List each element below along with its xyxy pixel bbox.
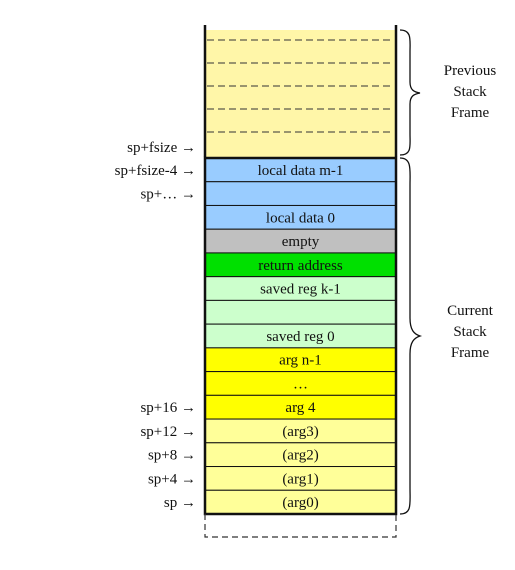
stack-cell-label: (arg2): [282, 448, 318, 464]
stack-cell-label: empty: [282, 234, 320, 250]
current-frame-brace: [399, 157, 423, 515]
stack-pointer-labels: sp+fsize → sp+fsize-4 → sp+… → sp+16 → sp+1…: [115, 140, 196, 511]
pointer-label: sp+8 →: [148, 448, 196, 464]
stack-cell-label: (arg3): [282, 424, 318, 440]
previous-frame-label: Previous Stack Frame: [444, 63, 497, 121]
stack-cell-label: (arg1): [282, 471, 318, 487]
below-stack-dashed-outline: [204, 514, 397, 538]
stack-cell: [204, 299, 397, 325]
stack-cell: …: [204, 371, 397, 396]
stack-cell: saved reg k-1: [204, 276, 397, 301]
previous-frame-label-line-1: Previous: [444, 63, 497, 79]
stack-cell: return address: [204, 252, 397, 278]
stack-cell: (arg1): [204, 466, 397, 491]
pointer-label: sp+… →: [140, 187, 196, 203]
stack-cell: saved reg 0: [204, 323, 397, 349]
stack-cell-label: …: [293, 376, 308, 392]
current-frame-label-line-3: Frame: [451, 345, 490, 361]
pointer-label: sp+12 →: [140, 424, 196, 440]
previous-frame-dashed-rows: [207, 39, 394, 133]
current-frame-label: Current Stack Frame: [447, 303, 494, 361]
stack-cell-label: saved reg k-1: [260, 282, 341, 298]
pointer-label-frame-top: sp+fsize →: [127, 140, 196, 156]
current-stack-frame-cells: local data m-1 local data 0 empty return ad…: [203, 156, 398, 516]
previous-frame-label-line-2: Stack: [453, 84, 487, 100]
stack-cell: [204, 181, 397, 206]
stack-cell-box: [204, 181, 397, 206]
stack-cell: (arg3): [204, 418, 397, 444]
pointer-label: sp+16 →: [140, 400, 196, 416]
stack-cell-label: local data m-1: [258, 163, 344, 179]
previous-frame-background: [205, 30, 396, 157]
pointer-label: sp →: [164, 495, 196, 511]
stack-cell: local data 0: [204, 204, 397, 230]
stack-cell: empty: [204, 228, 397, 254]
previous-frame-brace: [399, 29, 421, 156]
stack-cell: arg 4: [204, 394, 397, 420]
current-frame-label-line-1: Current: [447, 303, 494, 319]
previous-frame-label-line-3: Frame: [451, 105, 490, 121]
stack-cell: local data m-1: [204, 157, 397, 183]
stack-cell-label: saved reg 0: [266, 329, 334, 345]
pointer-label: sp+fsize-4 →: [115, 163, 196, 179]
stack-cell: arg n-1: [204, 347, 397, 373]
below-stack-region: [204, 514, 397, 538]
stack-cell-label: return address: [258, 258, 343, 274]
stack-cell-box: [204, 299, 397, 325]
stack-cell-label: arg 4: [285, 400, 316, 416]
stack-cell-label: local data 0: [266, 210, 335, 226]
current-frame-label-line-2: Stack: [453, 324, 487, 340]
stack-cell: (arg0): [204, 489, 397, 515]
previous-stack-frame: [203, 25, 398, 157]
stack-cell-label: arg n-1: [279, 353, 322, 369]
stack-cell-label: (arg0): [282, 495, 318, 511]
stack-cell: (arg2): [204, 442, 397, 468]
current-frame-outline: [203, 156, 398, 516]
pointer-label: sp+4 →: [148, 471, 196, 487]
